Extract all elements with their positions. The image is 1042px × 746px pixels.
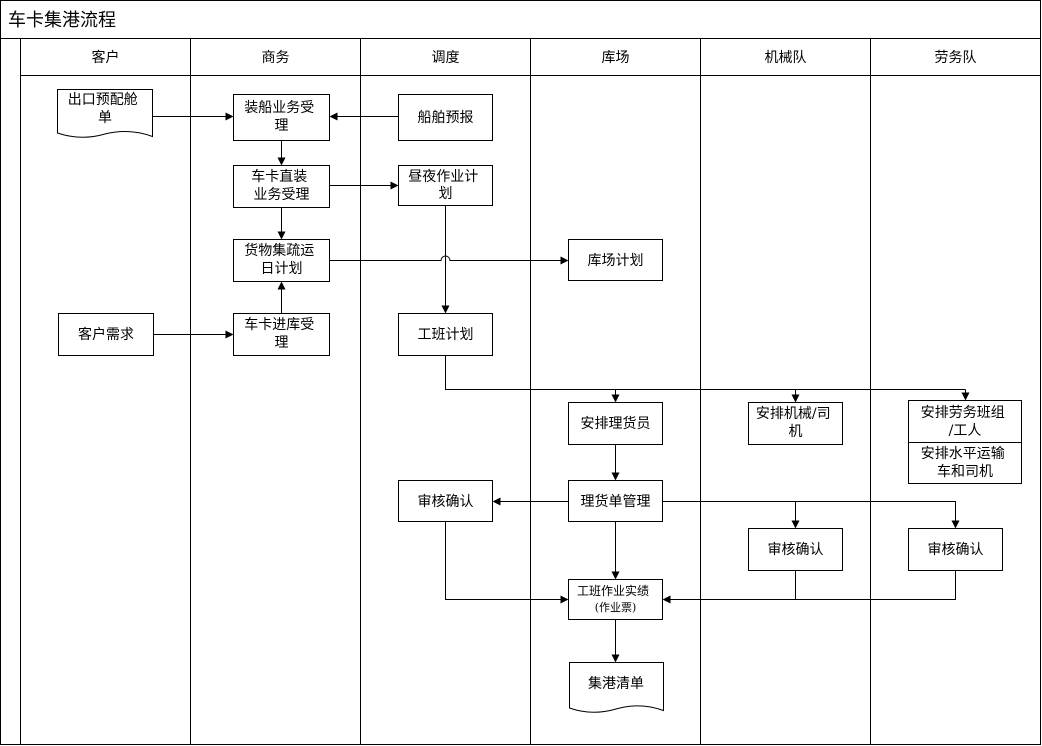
arrowhead (277, 231, 286, 240)
truck-direct-label: 车卡直装 业务受理 (251, 168, 311, 203)
arrowhead (951, 520, 960, 529)
cargo-plan-label: 货物集疏运 日计划 (244, 242, 318, 277)
arrowhead (611, 472, 620, 481)
connector-manage-to-reviews (662, 501, 956, 523)
arrowhead (390, 181, 399, 190)
arrow-review-dispatch-to-actual (445, 521, 563, 600)
arrange-transport-label: 安排水平运输 车和司机 (921, 446, 1009, 480)
truck-direct-box (233, 165, 330, 208)
label-line: (作业票) (595, 601, 637, 614)
review-machine-box (748, 528, 843, 571)
label-line: 理 (275, 335, 289, 351)
label-line: 安排水平运输 (921, 446, 1005, 462)
ship-forecast-label: 船舶预报 (418, 110, 474, 126)
label-line: 出口预配舱 (68, 92, 138, 108)
label-line: 昼夜作业计 (408, 169, 478, 185)
customer-demand-box (58, 313, 154, 356)
arrange-machine-label: 安排机械/司 机 (756, 406, 835, 440)
port-list-label: 集港清单 (588, 675, 644, 692)
label-line: 划 (439, 186, 453, 202)
label-line: 工班作业实绩 (577, 583, 649, 598)
arrange-tally-label: 安排理货员 (581, 415, 651, 432)
label-line: 业务受理 (254, 187, 310, 203)
arrow-reviews-to-actual (668, 570, 956, 600)
ship-business-label: 装船业务受 理 (244, 100, 318, 134)
port-list-doc (569, 662, 664, 713)
arrange-labor-box (908, 400, 1022, 443)
arrowhead (225, 330, 234, 339)
arrowhead (791, 394, 800, 403)
label-line: 装船业务受 (244, 100, 314, 116)
ship-business-box (233, 94, 330, 141)
ship-forecast-box (398, 94, 493, 141)
arrowhead (791, 520, 800, 529)
yard-plan-box (568, 239, 663, 281)
shift-plan-box (398, 313, 493, 356)
export-booking-doc (57, 89, 153, 138)
label-line: 机 (789, 424, 803, 440)
arrowhead (611, 654, 620, 663)
arrange-tally-box (568, 402, 663, 445)
export-booking-label: 出口预配舱 单 (68, 92, 142, 126)
review-labor-label: 审核确认 (928, 542, 984, 558)
label-line: 日计划 (261, 261, 303, 277)
arrowhead (277, 281, 286, 290)
arrowhead (277, 157, 286, 166)
arrowhead (560, 595, 569, 604)
arrowhead (225, 112, 234, 121)
arrowhead (560, 256, 569, 265)
arrowhead (441, 305, 450, 314)
arrow-cargo-to-yard (329, 255, 563, 261)
yard-plan-label: 库场计划 (588, 253, 644, 269)
lane-header-labor: 劳务队 (935, 50, 977, 66)
label-line: 单 (98, 110, 112, 126)
label-line: 安排机械/司 (756, 406, 831, 422)
arrowhead (492, 497, 501, 506)
review-dispatch-label: 审核确认 (418, 494, 474, 510)
arrange-transport-box (908, 442, 1022, 484)
cargo-plan-box (233, 239, 330, 282)
arrowhead (961, 392, 970, 401)
label-line: 货物集疏运 (244, 242, 314, 259)
arrowhead (662, 595, 671, 604)
arrowhead (611, 571, 620, 580)
review-machine-label: 审核确认 (768, 542, 824, 558)
arrange-machine-box (748, 402, 843, 445)
truck-entry-label: 车卡进库受 理 (244, 316, 318, 351)
customer-demand-label: 客户需求 (78, 326, 134, 343)
label-line: 车和司机 (937, 463, 993, 480)
review-dispatch-box (398, 480, 493, 522)
connector-shift-distribution (445, 355, 966, 390)
arrange-labor-label: 安排劳务班组 /工人 (921, 405, 1009, 439)
label-line: 车卡进库受 (244, 316, 314, 333)
lane-header-dispatch: 调度 (432, 50, 460, 66)
lane-header-customer: 客户 (92, 49, 120, 66)
label-line: 理 (275, 118, 289, 134)
lane-header-yard: 库场 (602, 50, 630, 66)
day-night-plan-box (398, 165, 493, 206)
lane-header-business: 商务 (262, 50, 290, 66)
label-line: 车卡直装 (251, 168, 307, 185)
day-night-plan-label: 昼夜作业计 划 (408, 169, 482, 202)
arrowhead (329, 112, 338, 121)
shift-plan-label: 工班计划 (418, 327, 474, 343)
arrowhead (611, 394, 620, 403)
label-line: 安排劳务班组 (921, 405, 1005, 421)
tally-manage-label: 理货单管理 (581, 493, 651, 510)
label-line: /工人 (949, 423, 982, 439)
diagram-title: 车卡集港流程 (8, 10, 116, 31)
shift-actual-label: 工班作业实绩 (作业票) (577, 580, 654, 614)
lane-header-machinery: 机械队 (765, 50, 807, 66)
